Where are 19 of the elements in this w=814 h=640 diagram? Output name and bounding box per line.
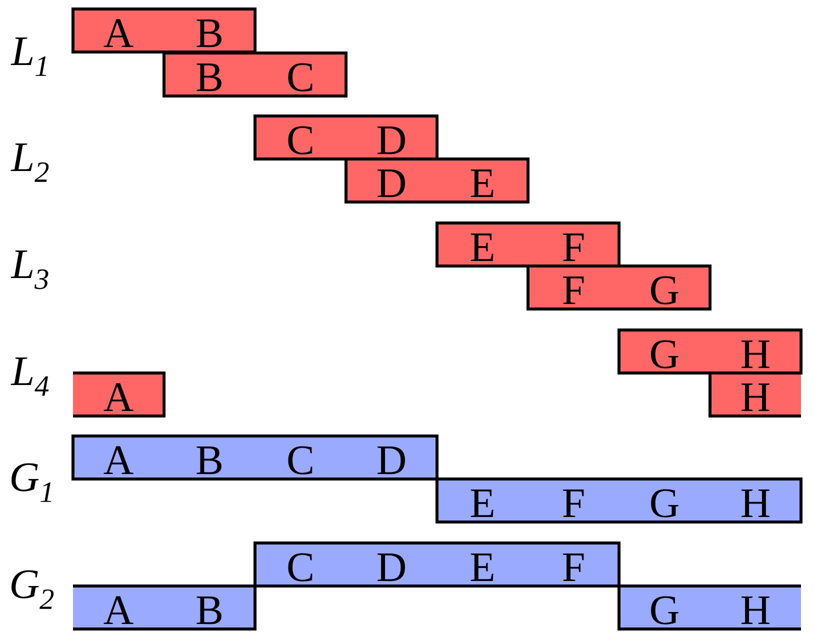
segment-box: E F bbox=[436, 222, 620, 268]
segment-box: C D bbox=[254, 114, 438, 160]
segment-box: H bbox=[708, 372, 801, 418]
row-label: L$_{1}$ bbox=[10, 38, 46, 76]
row-label: L$_{4}$ bbox=[10, 358, 49, 396]
segment-box: E F G H bbox=[436, 478, 802, 524]
row-label: L$_{3}$ bbox=[10, 250, 48, 290]
row-label: G$_{2}$ bbox=[12, 570, 54, 609]
row-label: L$_{2}$ bbox=[10, 144, 49, 182]
segment-box: C D E F bbox=[254, 542, 620, 588]
segment-box: F G bbox=[526, 264, 712, 310]
row-label: G$_{1}$ bbox=[12, 463, 52, 502]
segment-box: D E bbox=[344, 158, 530, 204]
segment-box: A B bbox=[73, 584, 256, 630]
segment-box: A B bbox=[72, 8, 256, 54]
segment-box: G H bbox=[618, 584, 801, 630]
segment-box: B C bbox=[162, 52, 348, 98]
segment-box: A B C D bbox=[72, 434, 438, 480]
segment-box: A bbox=[73, 372, 166, 418]
